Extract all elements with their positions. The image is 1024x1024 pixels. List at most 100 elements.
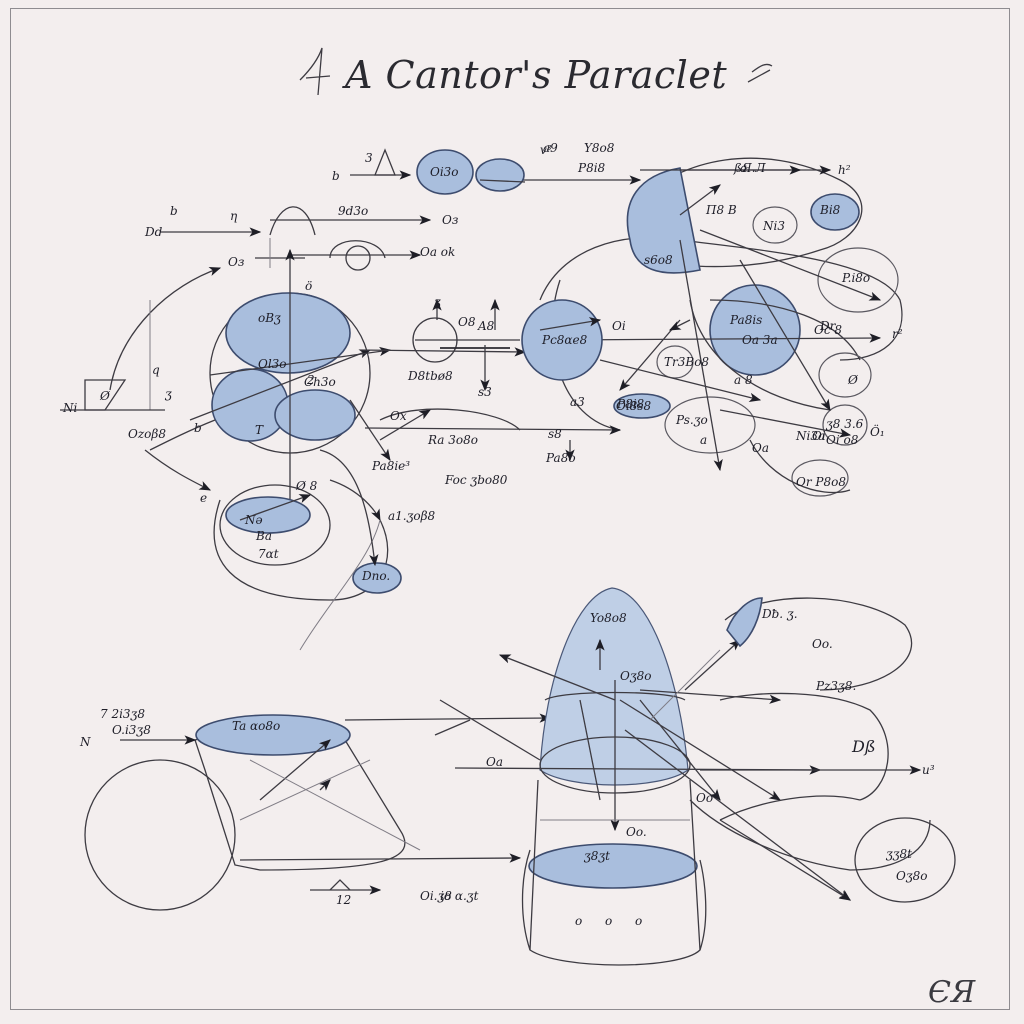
label-l-b: Dd: [144, 225, 163, 239]
labels-bottom: 7 2i3ʒ8 O.i3ʒ8 N Ta ɑo8o Yo8o8 Dƀ. ʒ. Pz…: [79, 607, 935, 928]
label-m-d: D8tbø8: [407, 369, 453, 383]
page-title: A Cantor's Paraclet: [342, 53, 727, 97]
bottom-right-blue-leaf: [726, 597, 763, 648]
label-b-b: O.i3ʒ8: [112, 723, 151, 737]
label-b-l: ʒʒ8t: [885, 847, 912, 861]
top-chain-ellipse-1: [416, 149, 474, 195]
label-top-i: Bi8: [819, 203, 841, 217]
bullet-dome: [539, 587, 689, 786]
label-r-l: Ö₁: [870, 423, 885, 439]
label-top-f: P8i8: [577, 161, 606, 175]
label-r-c: Oa 3a: [742, 333, 778, 347]
label-m-p: s8: [548, 427, 562, 441]
label-b-k: Oo.: [626, 825, 647, 839]
label-m-s: P8i8: [616, 397, 645, 411]
label-m-q: Oi: [612, 319, 626, 333]
label-m-o: a3: [570, 395, 585, 409]
label-r-j: ʒ8 3.6: [825, 417, 864, 431]
label-b-m: Oʒ8o: [896, 869, 927, 883]
label-l-g: Oa ok: [420, 245, 455, 259]
label-l-t: Nə: [244, 513, 263, 527]
left-sphere-cluster: [60, 248, 402, 651]
label-r-s: v³: [540, 143, 552, 157]
label-b-u: o: [575, 914, 582, 928]
label-top-j: П8 B: [705, 203, 737, 217]
label-l-k: 2: [306, 373, 315, 387]
left-sphere-top: [225, 292, 351, 374]
label-b-f: Dƀ. ʒ.: [761, 607, 798, 621]
label-r-h: Ø: [847, 373, 859, 387]
label-l-e: Oз: [442, 213, 458, 227]
label-b-o: ʒ8ʒt: [583, 849, 610, 863]
label-l-h: ö: [305, 279, 312, 293]
label-l-d: 9d3o: [338, 204, 368, 218]
label-b-d: Ta ɑo8o: [232, 719, 280, 733]
label-r-m: Oi: [812, 429, 826, 443]
labels-middle: O8 A8 s3 D8tbø8 Pc8ɑe8 Ox Ra 3o8o Pa8ie³…: [255, 295, 645, 583]
label-r-p: Dr: [819, 319, 837, 333]
label-m-e: Pc8ɑe8: [541, 333, 588, 347]
label-l-j: Ol3o: [258, 357, 287, 371]
label-b-i: Oa: [486, 755, 503, 769]
label-b-h: Dß: [851, 737, 876, 756]
left-bowl-ellipse: [225, 496, 311, 534]
top-cone-shape: [626, 167, 701, 274]
label-l-u: e: [200, 491, 207, 505]
label-b-t: u³: [922, 763, 935, 777]
upper-right-arrows: [520, 165, 882, 472]
label-l-l: T: [255, 423, 264, 437]
small-blue-ellipse-mid: [613, 393, 671, 419]
label-l-p: Ni: [62, 401, 78, 415]
label-m-k: Ba: [255, 529, 272, 543]
top-chain-ellipse-2: [475, 158, 525, 192]
left-sphere-bottom-right: [274, 389, 356, 441]
label-m-j: Ch3o: [304, 375, 336, 389]
label-r-i: Oa: [752, 441, 769, 455]
label-b-e: Yo8o8: [590, 611, 627, 625]
label-r-b: Tr3Bo8: [664, 355, 709, 369]
label-r-d: Oc 8: [814, 323, 842, 337]
labels-top: Oi3o 3 a9 b Y8o8 P8i8 ßЯ.Л h² Bi8 П8 B a…: [332, 141, 870, 285]
label-top-g: ßЯ.Л: [732, 161, 767, 175]
middle-blue-circle: [521, 299, 603, 381]
label-m-r: ʒ: [433, 295, 441, 309]
label-m-c: s3: [478, 385, 492, 399]
label-l-o: Ozoβ8: [128, 427, 166, 441]
top-chain: [160, 148, 526, 271]
label-l-a: b: [170, 204, 178, 218]
label-m-i: Foc ʒbo80: [444, 473, 508, 487]
label-l-c: ƞ: [230, 209, 238, 223]
label-top-k: a: [740, 161, 747, 175]
label-m-m: a1.ʒoβ8: [388, 509, 436, 523]
label-m-a: O8: [458, 315, 476, 329]
label-l-s: Ø 8: [295, 479, 318, 493]
label-m-g: Ra 3o8o: [427, 433, 478, 447]
label-r-r: Oi8s8: [616, 399, 651, 413]
label-r-q: Or P8o8: [796, 475, 846, 489]
label-top-a: Oi3o: [430, 165, 459, 179]
label-top-h: h²: [838, 163, 851, 177]
middle-connector: [359, 298, 622, 462]
label-top-d: b: [332, 169, 340, 183]
label-l-n: ʒ: [164, 387, 172, 401]
label-m-n: Dno.: [361, 569, 390, 583]
labels-left: b Dd ƞ 9d3o Oз Oз Oa ok ö oBʒ Ol3o 2 T q…: [62, 204, 458, 527]
label-r-f: Ps.ʒo: [675, 413, 708, 427]
label-b-w: o: [635, 914, 642, 928]
label-m-l: 7ɑt: [258, 547, 279, 561]
label-b-r: io ɑ.ʒt: [440, 889, 479, 903]
label-top-l: Ni3: [762, 219, 785, 233]
label-b-a: 7 2i3ʒ8: [100, 707, 145, 721]
label-b-j: Oo⁴: [696, 791, 718, 805]
label-r-e: a 8: [734, 373, 753, 387]
label-m-t: Pa8o: [545, 451, 576, 465]
label-r-g: a: [700, 433, 707, 447]
label-b-p: Oi.ʒ8: [420, 889, 452, 903]
label-b-c: N: [79, 735, 91, 749]
bottom-left-cylinder: [84, 713, 552, 911]
label-m-f: Ox: [390, 409, 407, 423]
label-l-r: b: [194, 421, 202, 435]
label-top-b: 3: [365, 151, 373, 165]
small-blue-ellipse-right: [810, 193, 860, 231]
